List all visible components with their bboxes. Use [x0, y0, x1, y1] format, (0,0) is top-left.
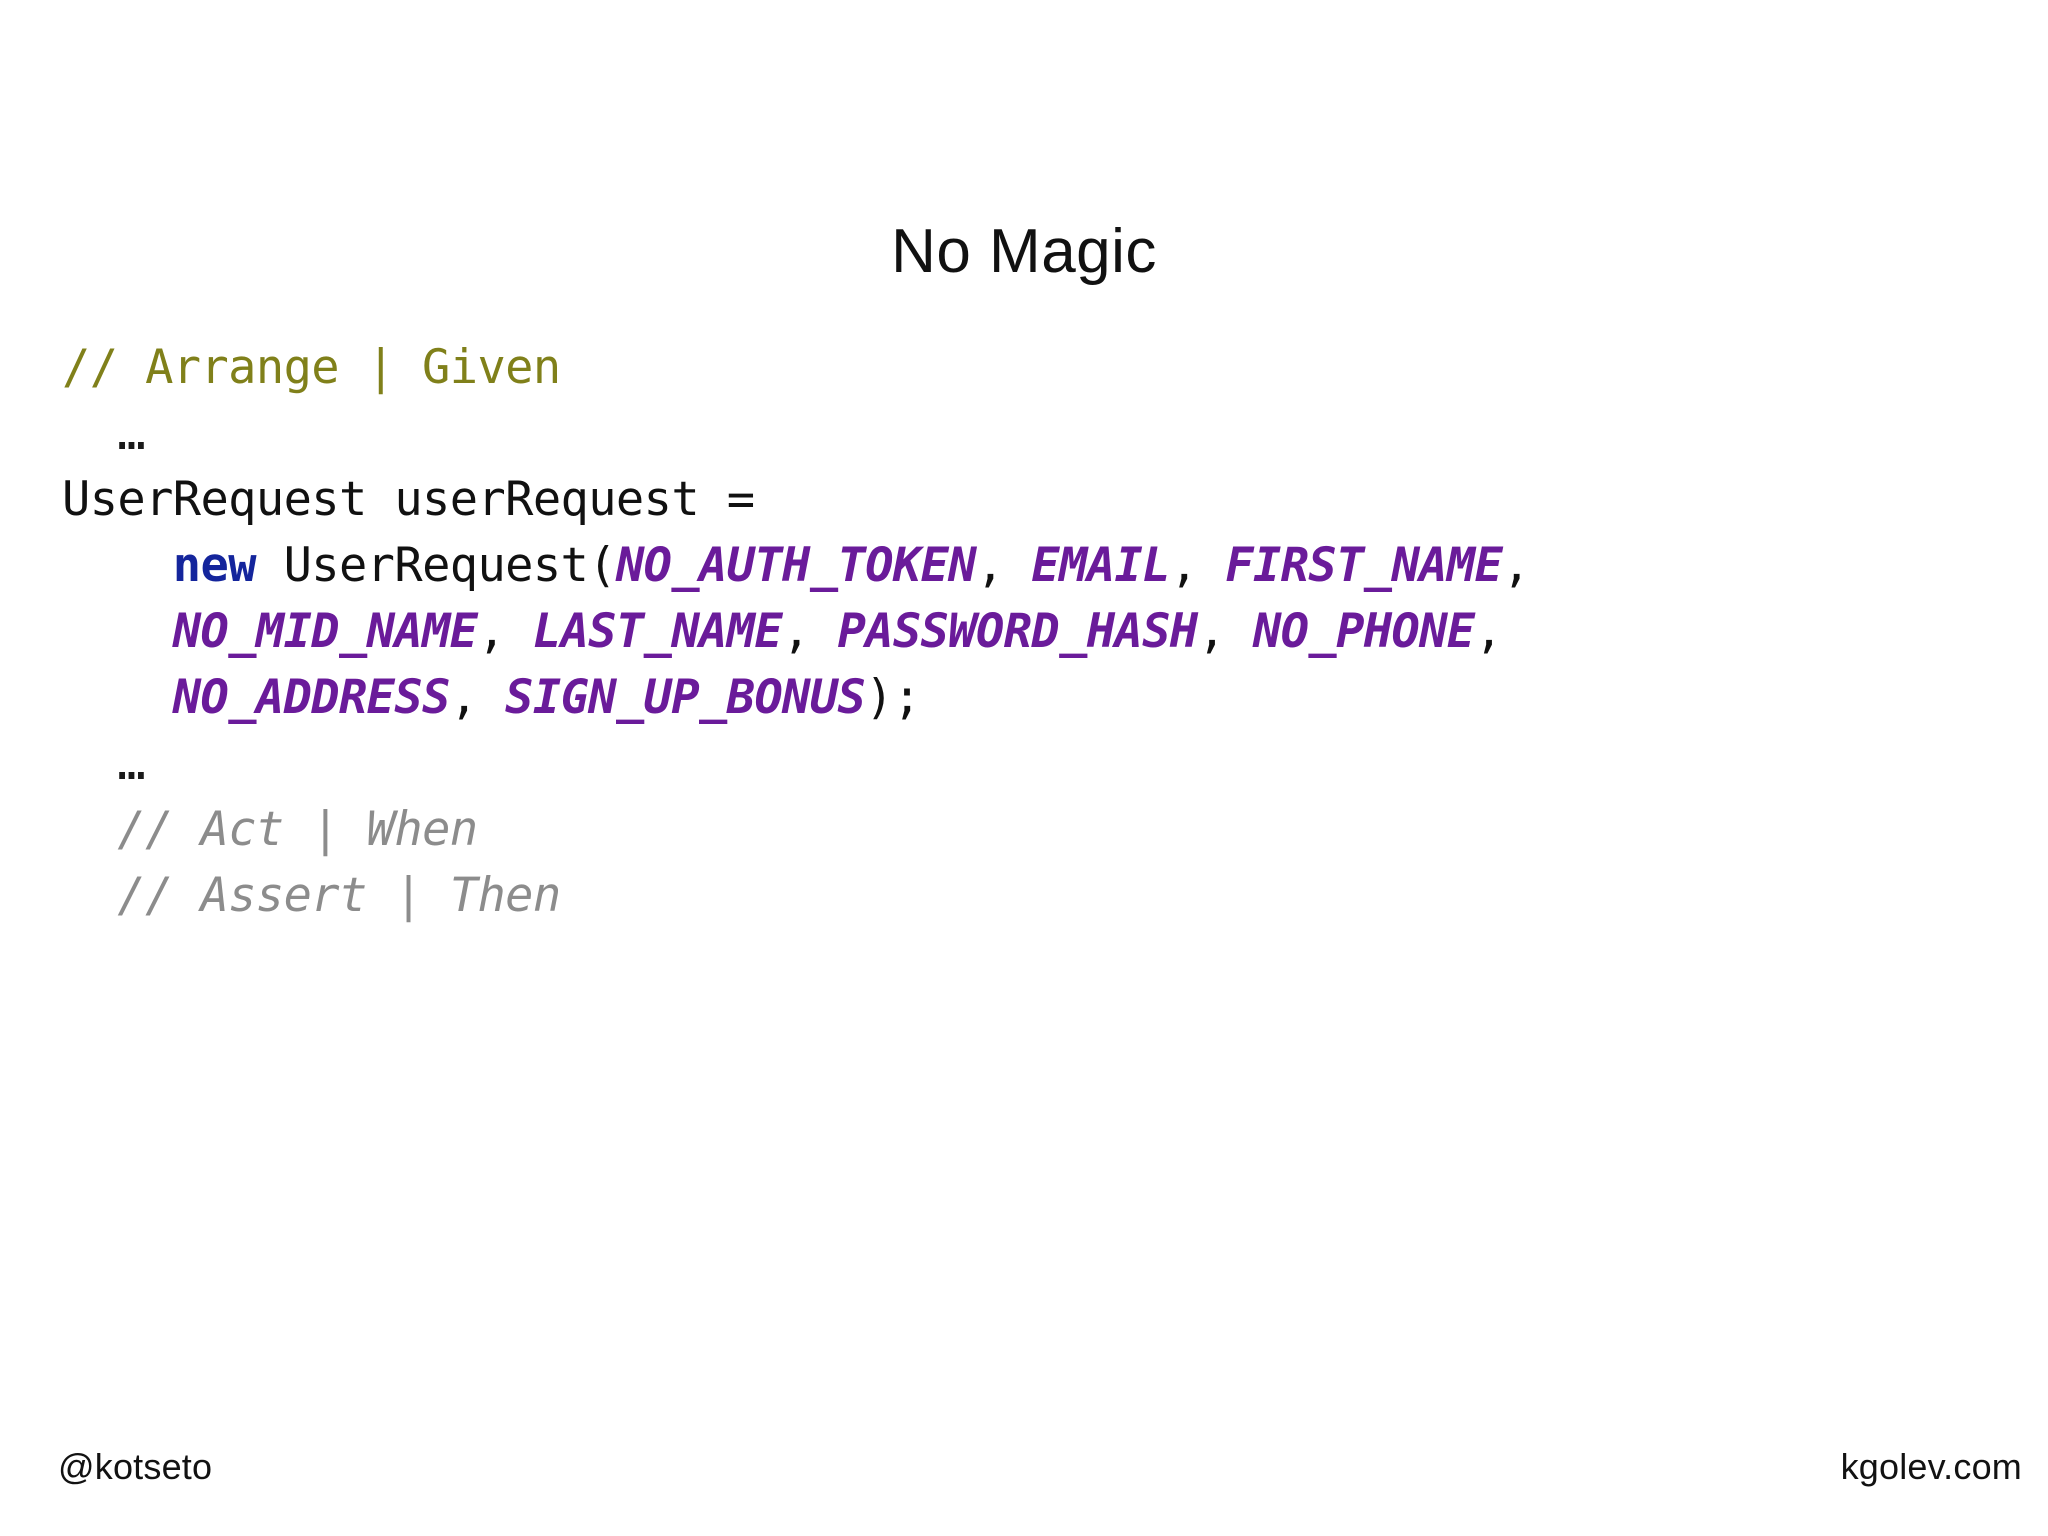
code-token-punct: , [1474, 604, 1503, 659]
code-token-ellipsis: … [117, 406, 146, 461]
code-token-plain: UserRequest( [255, 538, 617, 593]
code-indent [62, 406, 117, 461]
line-ellipsis-top: … [62, 401, 2002, 467]
code-token-punct: ); [865, 670, 921, 725]
code-token-comment: // Arrange | Given [62, 340, 561, 395]
line-args-2: NO_MID_NAME, LAST_NAME, PASSWORD_HASH, N… [62, 599, 2002, 665]
page-title: No Magic [891, 216, 1157, 286]
code-token-constant: SIGN_UP_BONUS [505, 670, 866, 725]
footer-website-link[interactable]: kgolev.com [1840, 1446, 2022, 1487]
code-token-plain: UserRequest userRequest = [62, 472, 755, 527]
code-token-punct: , [1197, 604, 1254, 659]
code-token-punct: , [1169, 538, 1226, 593]
code-token-punct: , [1502, 538, 1530, 593]
code-token-constant: NO_ADDRESS [172, 670, 451, 725]
line-comment-act: // Act | When [62, 797, 2002, 863]
code-token-constant: NO_AUTH_TOKEN [615, 538, 977, 593]
code-block: // Arrange | Given … UserRequest userRequ… [62, 335, 2002, 929]
code-token-punct: , [449, 670, 506, 725]
code-token-ellipsis: … [117, 736, 146, 791]
code-token-keyword: new [172, 538, 257, 593]
code-indent [62, 670, 173, 725]
line-new-call: new UserRequest(NO_AUTH_TOKEN, EMAIL, FI… [62, 533, 2002, 599]
line-comment-arrange: // Arrange | Given [62, 335, 2002, 401]
line-args-3: NO_ADDRESS, SIGN_UP_BONUS); [62, 665, 2002, 731]
code-token-constant: NO_MID_NAME [172, 604, 478, 659]
footer-social-handle: @kotseto [58, 1446, 213, 1487]
code-token-constant: LAST_NAME [532, 604, 783, 659]
code-token-constant: NO_PHONE [1253, 604, 1475, 659]
code-indent [62, 538, 173, 593]
code-token-punct: , [477, 604, 533, 659]
code-token-comment-gray: // Assert | Then [117, 868, 561, 923]
code-indent [62, 736, 117, 791]
code-token-constant: FIRST_NAME [1225, 538, 1503, 593]
line-ellipsis-bottom: … [62, 731, 2002, 797]
line-comment-assert: // Assert | Then [62, 863, 2002, 929]
code-token-comment-gray: // Act | When [117, 802, 478, 857]
code-token-punct: , [782, 604, 838, 659]
code-token-constant: PASSWORD_HASH [837, 604, 1199, 659]
code-indent [62, 604, 173, 659]
code-token-punct: , [976, 538, 1032, 593]
line-declaration: UserRequest userRequest = [62, 467, 2002, 533]
code-indent [62, 802, 117, 857]
code-token-constant: EMAIL [1031, 538, 1170, 593]
code-indent [62, 868, 117, 923]
